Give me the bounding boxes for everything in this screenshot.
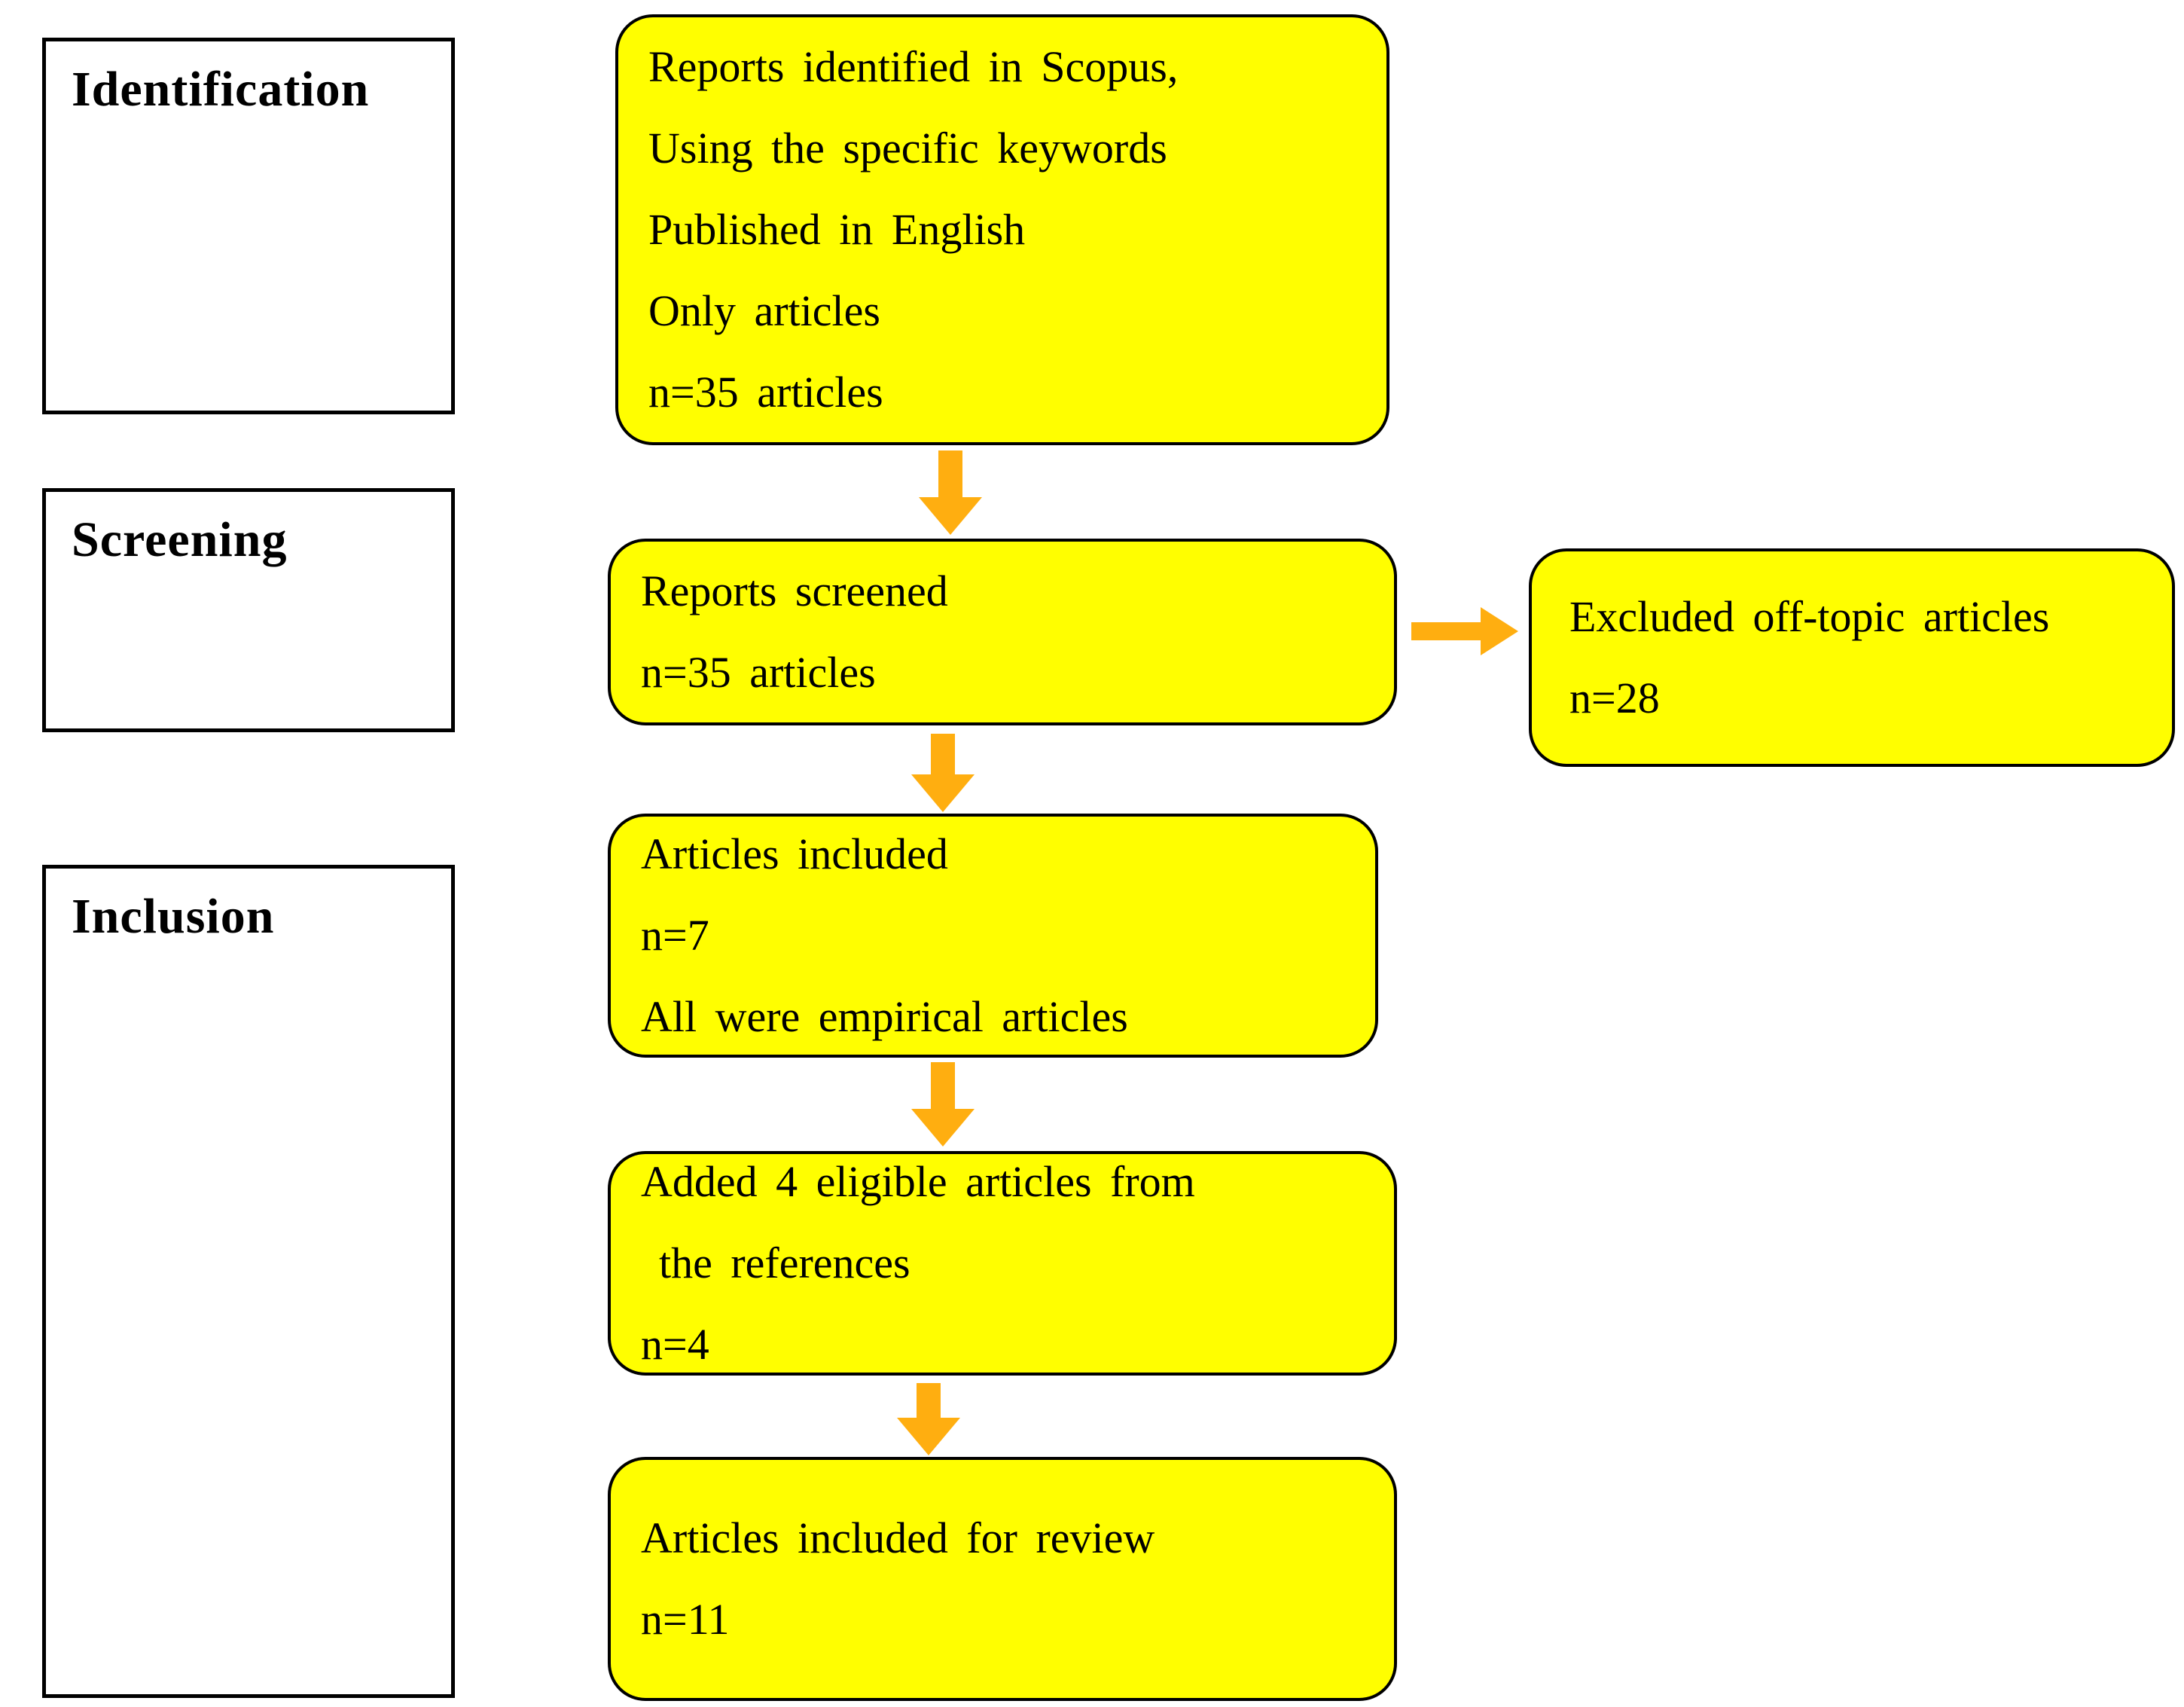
- arrow-down-icon: [897, 1383, 960, 1455]
- arrow-stem: [938, 450, 962, 497]
- box-articles-included-line: All were empirical articles: [641, 992, 1128, 1041]
- arrow-head: [919, 497, 982, 535]
- arrow-head: [911, 774, 975, 812]
- stage-label-identification: Identification: [72, 62, 370, 117]
- arrow-stem: [1411, 622, 1481, 640]
- arrow-head: [911, 1109, 975, 1147]
- box-reports-identified-line: Only articles: [648, 286, 880, 335]
- arrow-down-icon: [911, 734, 975, 812]
- box-reports-screened-line: Reports screened: [641, 566, 948, 615]
- stage-label-screening: Screening: [72, 512, 288, 567]
- arrow-down-icon: [911, 1062, 975, 1147]
- box-included-for-review-line: Articles included for review: [641, 1513, 1155, 1562]
- stage-box-screening: Screening: [42, 488, 455, 732]
- arrow-stem: [917, 1383, 941, 1418]
- box-reports-screened-line: n=35 articles: [641, 648, 876, 697]
- box-included-for-review-line: n=11: [641, 1595, 730, 1644]
- box-added-from-references-line: n=4: [641, 1320, 709, 1369]
- box-reports-identified-line: Reports identified in Scopus,: [648, 42, 1179, 91]
- box-included-for-review: Articles included for review n=11: [608, 1457, 1397, 1701]
- box-articles-included: Articles included n=7 All were empirical…: [608, 814, 1378, 1058]
- box-articles-included-line: n=7: [641, 911, 709, 960]
- box-excluded-articles: Excluded off-topic articles n=28: [1529, 548, 2175, 767]
- box-articles-included-line: Articles included: [641, 829, 948, 878]
- box-reports-identified: Reports identified in Scopus, Using the …: [615, 14, 1389, 445]
- arrow-stem: [931, 734, 955, 774]
- box-reports-identified-line: n=35 articles: [648, 368, 883, 417]
- box-reports-identified-line: Published in English: [648, 205, 1026, 254]
- box-added-from-references: Added 4 eligible articles from the refer…: [608, 1151, 1397, 1376]
- stage-box-identification: Identification: [42, 38, 455, 414]
- box-reports-identified-line: Using the specific keywords: [648, 124, 1167, 173]
- stage-box-inclusion: Inclusion: [42, 865, 455, 1698]
- box-reports-screened: Reports screened n=35 articles: [608, 539, 1397, 725]
- stage-label-inclusion: Inclusion: [72, 889, 275, 944]
- box-added-from-references-line: the references: [659, 1238, 911, 1287]
- arrow-down-icon: [919, 450, 982, 535]
- arrow-right-icon: [1411, 607, 1518, 655]
- box-excluded-articles-line: Excluded off-topic articles: [1569, 592, 2050, 641]
- box-added-from-references-line: Added 4 eligible articles from: [641, 1157, 1195, 1206]
- arrow-head: [897, 1418, 960, 1455]
- box-excluded-articles-line: n=28: [1569, 673, 1660, 722]
- arrow-head: [1481, 607, 1518, 655]
- arrow-stem: [931, 1062, 955, 1109]
